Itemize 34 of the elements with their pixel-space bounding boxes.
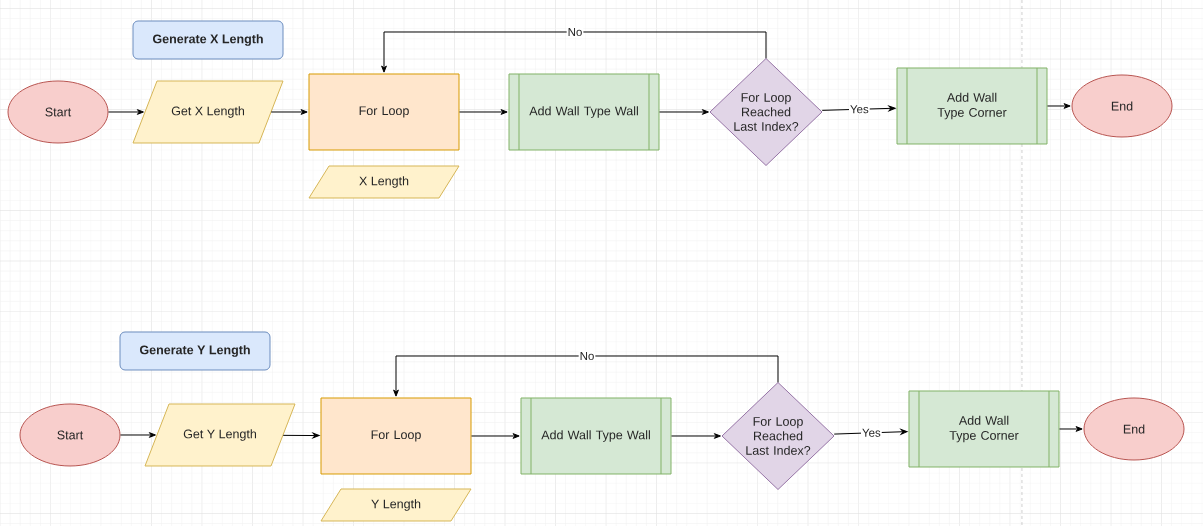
subprocess-box: Add Wall Type Wall — [520, 397, 672, 475]
edge-label: Yes — [848, 104, 870, 115]
edge-label: No — [578, 351, 596, 361]
title-box: Generate Y Length — [119, 331, 271, 371]
input-parallelogram: Get X Length — [132, 80, 284, 144]
arrow — [459, 109, 508, 115]
arrow — [270, 109, 308, 115]
subprocess-box: Add Wall Type Wall — [508, 73, 660, 151]
edge-label: No — [566, 27, 584, 37]
arrow — [671, 433, 721, 439]
title-box: Generate X Length — [132, 20, 284, 60]
terminal-oval: End — [1083, 397, 1185, 461]
terminal-oval: End — [1071, 74, 1173, 138]
arrow — [282, 432, 320, 439]
arrow — [1047, 103, 1071, 109]
process-box: For Loop — [308, 73, 460, 151]
arrow — [1059, 426, 1083, 432]
terminal-oval: Start — [7, 80, 109, 144]
arrow — [381, 31, 767, 73]
arrow — [108, 109, 144, 115]
input-parallelogram: X Length — [308, 165, 460, 199]
edge-label: Yes — [860, 427, 882, 438]
process-box: For Loop — [320, 397, 472, 475]
arrow — [659, 109, 709, 115]
arrow — [471, 433, 520, 439]
input-parallelogram: Get Y Length — [144, 403, 296, 467]
arrow — [120, 432, 156, 438]
arrow — [393, 355, 779, 397]
input-parallelogram: Y Length — [320, 488, 472, 522]
terminal-oval: Start — [19, 403, 121, 467]
subprocess-box: Add Wall Type Corner — [896, 67, 1048, 145]
arrow — [833, 428, 908, 435]
subprocess-box: Add Wall Type Corner — [908, 390, 1060, 468]
arrow — [821, 105, 896, 112]
